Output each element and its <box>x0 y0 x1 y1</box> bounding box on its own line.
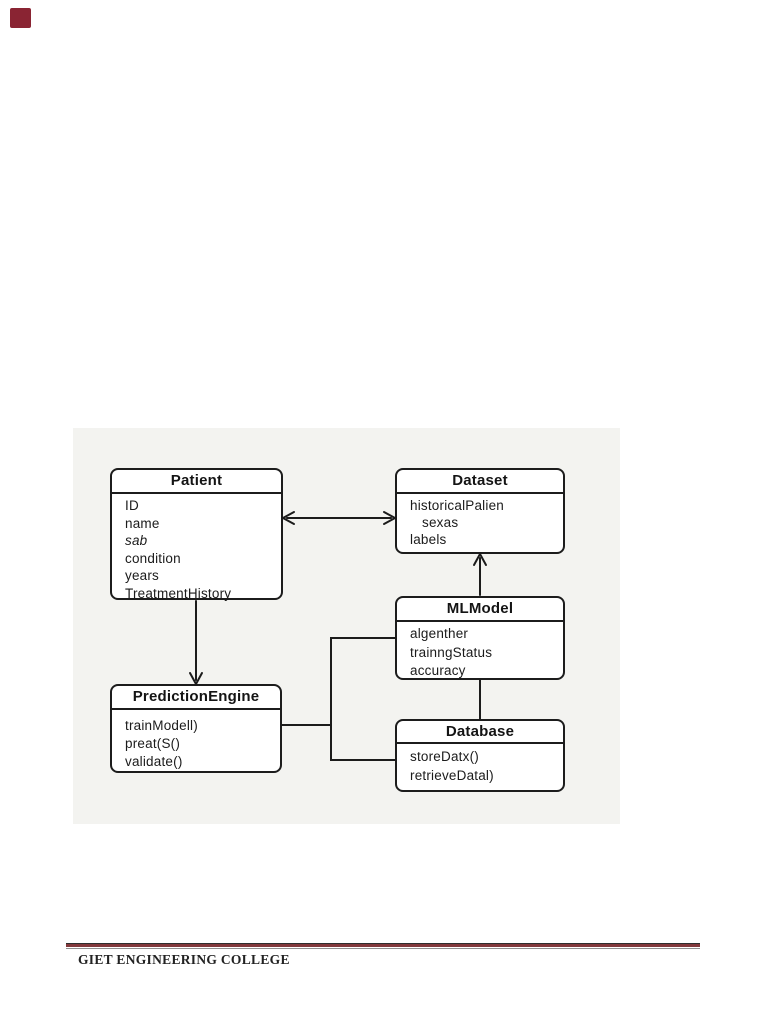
class-members: historicalPalien sexas labels <box>397 494 563 548</box>
footer-divider-thin-line <box>66 948 700 949</box>
footer-institution-name: GIET ENGINEERING COLLEGE <box>78 952 290 967</box>
class-title: Dataset <box>397 470 563 494</box>
attribute: ID <box>125 498 139 513</box>
class-title: Database <box>397 721 563 744</box>
footer-divider-thick-line <box>66 943 700 947</box>
class-members: trainModell) preat(S() validate() <box>112 710 280 771</box>
method: validate() <box>125 754 183 769</box>
attribute: name <box>125 515 160 531</box>
attribute: sab <box>125 533 148 548</box>
class-title: PredictionEngine <box>112 686 280 710</box>
class-box-dataset: Dataset historicalPalien sexas labels <box>395 468 565 554</box>
class-box-database: Database storeDatx() retrieveDatal) <box>395 719 565 792</box>
footer-divider <box>66 943 700 949</box>
attribute: sexas <box>422 515 459 530</box>
class-box-patient: Patient ID name sab condition years Trea… <box>110 468 283 602</box>
attribute: TreatmentHistory <box>125 585 232 601</box>
attribute: accuracy <box>410 663 466 678</box>
class-box-mlmodel: MLModel algenther trainngStatus accuracy <box>395 596 565 680</box>
method: retrieveDatal) <box>410 767 494 783</box>
method: preat(S() <box>125 736 181 751</box>
attribute: trainngStatus <box>410 644 493 660</box>
method: storeDatx() <box>410 749 479 764</box>
attribute: years <box>125 568 160 583</box>
method: trainModell) <box>125 718 198 733</box>
class-members: ID name sab condition years TreatmentHis… <box>112 494 281 602</box>
attribute: condition <box>125 550 181 566</box>
footer-divider-gap <box>66 947 700 948</box>
class-members: algenther trainngStatus accuracy <box>397 622 563 681</box>
class-title: MLModel <box>397 598 563 622</box>
attribute: algenther <box>410 626 469 641</box>
attribute: historicalPalien <box>410 498 504 513</box>
class-title: Patient <box>112 470 281 494</box>
class-box-predictionengine: PredictionEngine trainModell) preat(S() … <box>110 684 282 773</box>
attribute: labels <box>410 532 447 547</box>
class-members: storeDatx() retrieveDatal) <box>397 744 563 785</box>
corner-scan-mark <box>10 8 31 28</box>
